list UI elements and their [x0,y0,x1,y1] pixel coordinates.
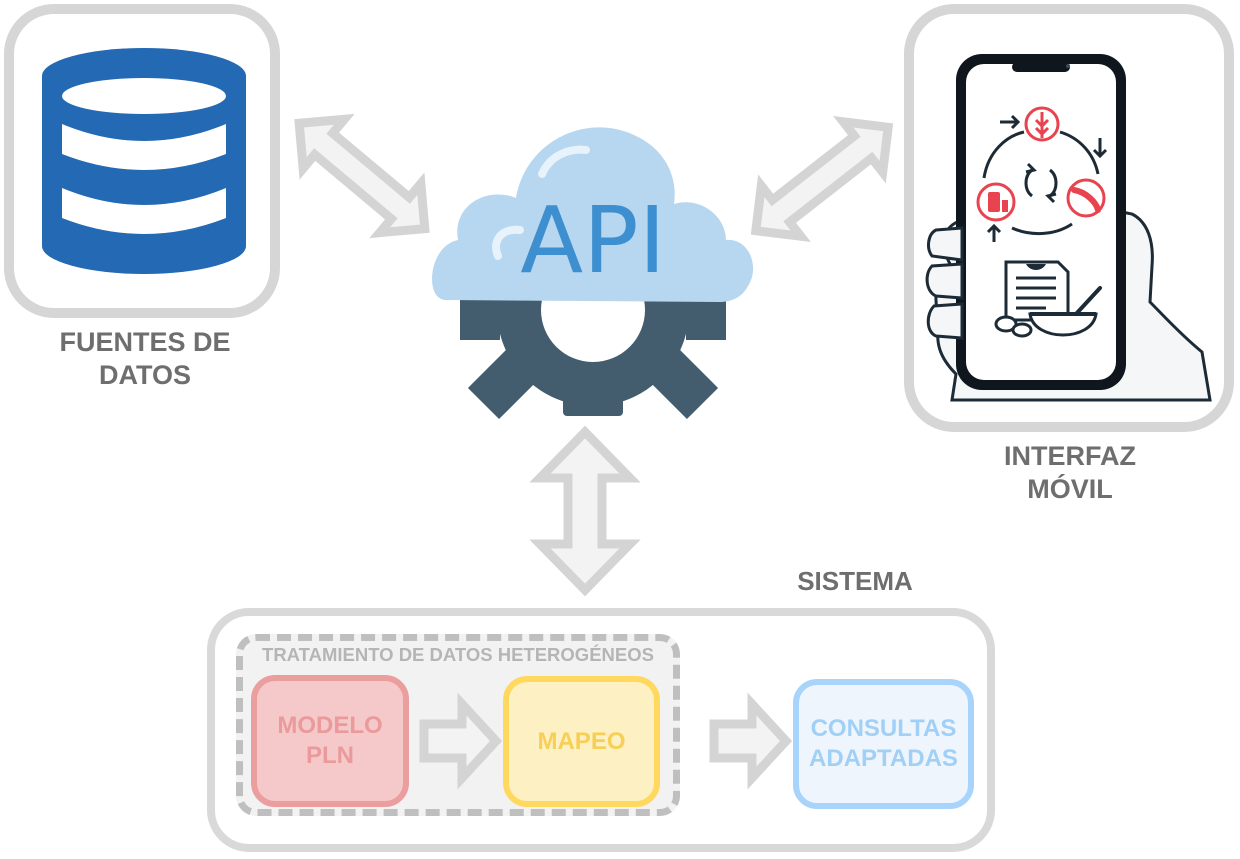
nlp-model-step: MODELO PLN [251,675,409,807]
cloud-gear-icon: API [430,120,756,420]
system-title: SISTEMA [797,566,913,596]
api-to-mobile-arrow [750,115,894,243]
mapping-label: MAPEO [537,727,626,755]
mapping-step: MAPEO [503,676,660,807]
heterogeneous-data-title: TRATAMIENTO DE DATOS HETEROGÉNEOS [262,644,654,665]
phone-in-hand-icon [925,54,1212,402]
mapping-to-queries-arrow [709,692,793,790]
api-to-sources-arrow [294,113,430,239]
api-text: API [520,187,666,294]
data-sources-label: FUENTES DE DATOS [59,327,231,390]
nlp-to-mapping-arrow [419,692,503,790]
adapted-queries-label: CONSULTAS ADAPTADAS [809,715,958,772]
api-to-system-arrow [529,425,641,597]
nlp-model-label: MODELO PLN [277,712,383,769]
database-icon [42,48,246,274]
adapted-queries-step: CONSULTAS ADAPTADAS [793,679,974,809]
mobile-label: INTERFAZ MÓVIL [1004,441,1136,504]
